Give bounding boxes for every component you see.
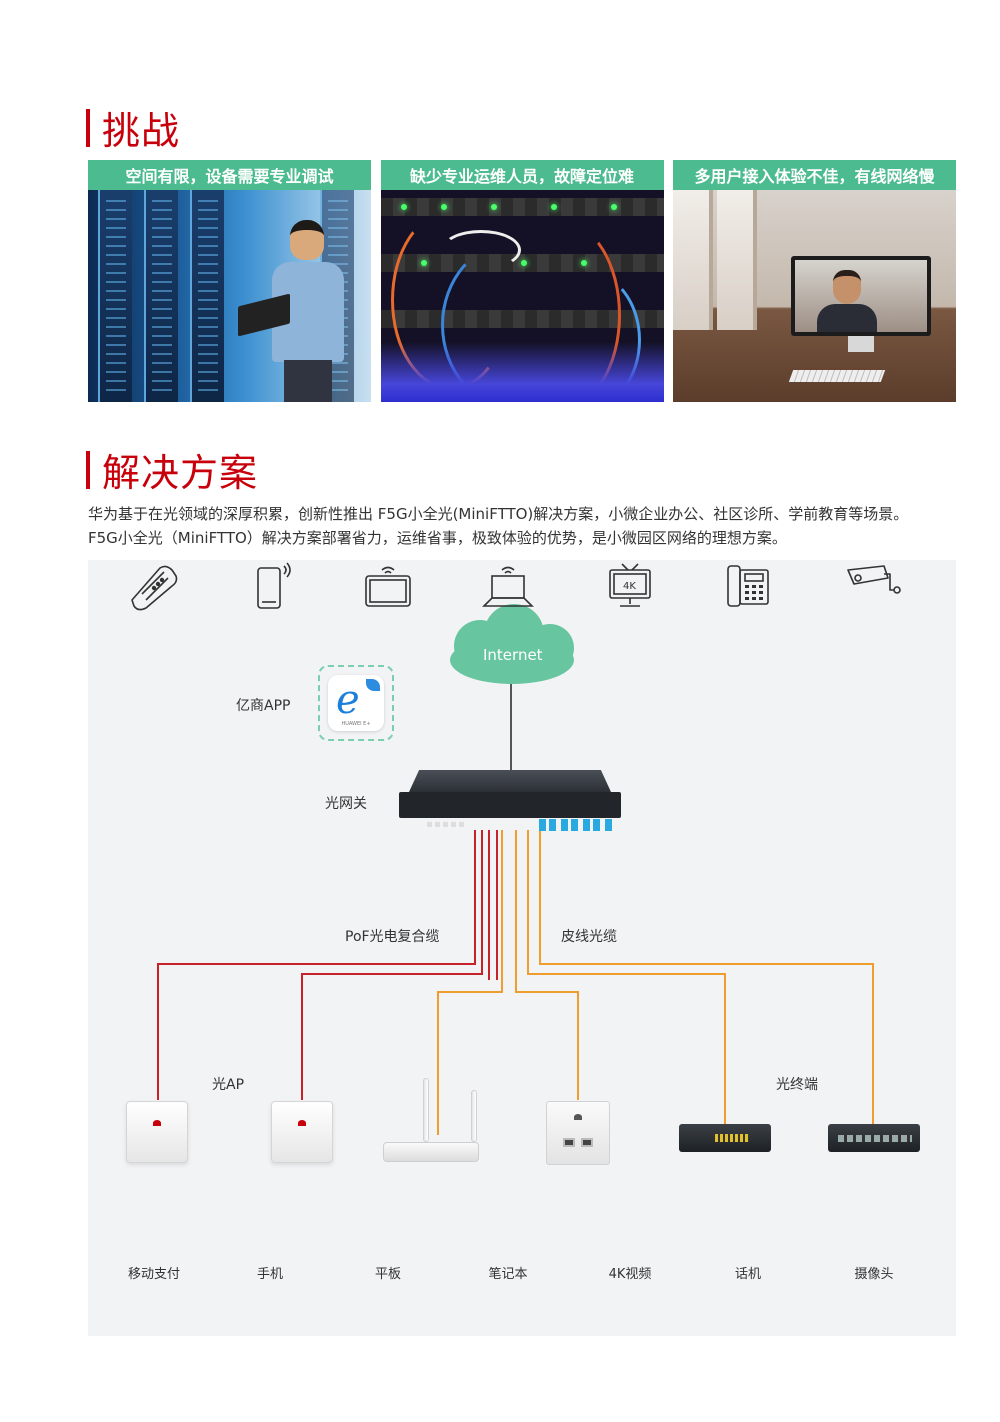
panel-ap-device <box>546 1101 610 1165</box>
laptop-icon <box>482 566 534 607</box>
datacenter-engineer-image <box>88 190 371 402</box>
solution-title-text: 解决方案 <box>102 451 259 495</box>
tv-4k-icon: 4K <box>609 563 651 607</box>
server-rack <box>98 190 132 402</box>
camera-icon <box>847 565 901 594</box>
challenge-section-title: 挑战 <box>86 100 180 155</box>
app-icon-frame: e HUAWEI E+ <box>318 665 394 741</box>
pof-cable-label: PoF光电复合缆 <box>345 929 440 945</box>
title-accent-bar <box>86 450 90 489</box>
optical-terminal-device-2 <box>828 1124 920 1152</box>
phone-icon <box>257 562 291 609</box>
server-rack <box>144 190 178 402</box>
app-label: 亿商APP <box>236 698 291 714</box>
keyboard-figure <box>788 370 886 382</box>
challenge-card-2: 缺少专业运维人员，故障定位难 <box>380 160 664 402</box>
ont-label: 光终端 <box>776 1077 818 1093</box>
challenge-caption-1: 空间有限，设备需要专业调试 <box>88 160 371 190</box>
pof-cable-lines <box>157 830 498 1100</box>
svg-text:4K: 4K <box>623 581 636 592</box>
intro-line-2: F5G小全光（MiniFTTO）解决方案部署省力，运维省事，极致体验的优势，是小… <box>88 529 787 547</box>
tablet-icon <box>365 566 411 607</box>
title-accent-bar <box>86 108 90 147</box>
challenge-grid: 空间有限，设备需要专业调试 缺少专业运维人员，故障定位难 <box>88 160 956 402</box>
terminal-label-4k-video: 4K视频 <box>608 1267 652 1282</box>
optical-terminal-device-1 <box>679 1124 771 1152</box>
challenge-title-text: 挑战 <box>102 109 181 153</box>
terminal-label-desk-phone: 话机 <box>734 1267 761 1282</box>
fiber-cable-lines <box>437 830 874 1135</box>
ap-label: 光AP <box>212 1077 245 1093</box>
wifi-router-device <box>383 1078 479 1164</box>
optical-gateway-device <box>399 770 621 831</box>
video-conference-image <box>673 190 956 402</box>
huawei-e-app-icon[interactable]: e HUAWEI E+ <box>328 675 384 731</box>
terminal-label-tablet: 平板 <box>374 1267 401 1282</box>
engineer-figure <box>268 220 348 402</box>
terminal-label-laptop: 笔记本 <box>488 1267 528 1282</box>
solution-intro: 华为基于在光领域的深厚积累，创新性推出 F5G小全光(MiniFTTO)解决方案… <box>88 502 956 550</box>
terminal-label-pos: 移动支付 <box>127 1267 180 1282</box>
pos-terminal-icon <box>131 565 178 611</box>
intro-line-1: 华为基于在光领域的深厚积累，创新性推出 F5G小全光(MiniFTTO)解决方案… <box>88 505 909 523</box>
challenge-card-3: 多用户接入体验不佳，有线网络慢 <box>673 160 956 402</box>
challenge-card-1: 空间有限，设备需要专业调试 <box>88 160 371 402</box>
network-cables-image <box>380 190 664 402</box>
internet-cloud-icon <box>450 604 574 684</box>
monitor-figure <box>791 256 931 336</box>
server-rack <box>190 190 224 402</box>
optical-ap-device-1 <box>126 1101 188 1163</box>
internet-label: Internet <box>483 646 543 664</box>
app-icon-caption: HUAWEI E+ <box>341 721 371 727</box>
challenge-caption-2: 缺少专业运维人员，故障定位难 <box>380 160 664 190</box>
terminal-label-phone: 手机 <box>256 1267 283 1282</box>
optical-ap-device-2 <box>271 1101 333 1163</box>
gateway-label: 光网关 <box>325 796 367 812</box>
diagram-lines <box>157 604 874 1135</box>
challenge-caption-3: 多用户接入体验不佳，有线网络慢 <box>673 160 956 190</box>
solution-section-title: 解决方案 <box>86 442 258 497</box>
fiber-cable-label: 皮线光缆 <box>561 929 617 945</box>
desk-phone-icon <box>727 565 769 607</box>
network-diagram: Internet 亿商APP e HUAWEI E+ 光网关 PoF光电复合缆 … <box>88 560 956 1336</box>
terminal-label-camera: 摄像头 <box>854 1267 894 1282</box>
